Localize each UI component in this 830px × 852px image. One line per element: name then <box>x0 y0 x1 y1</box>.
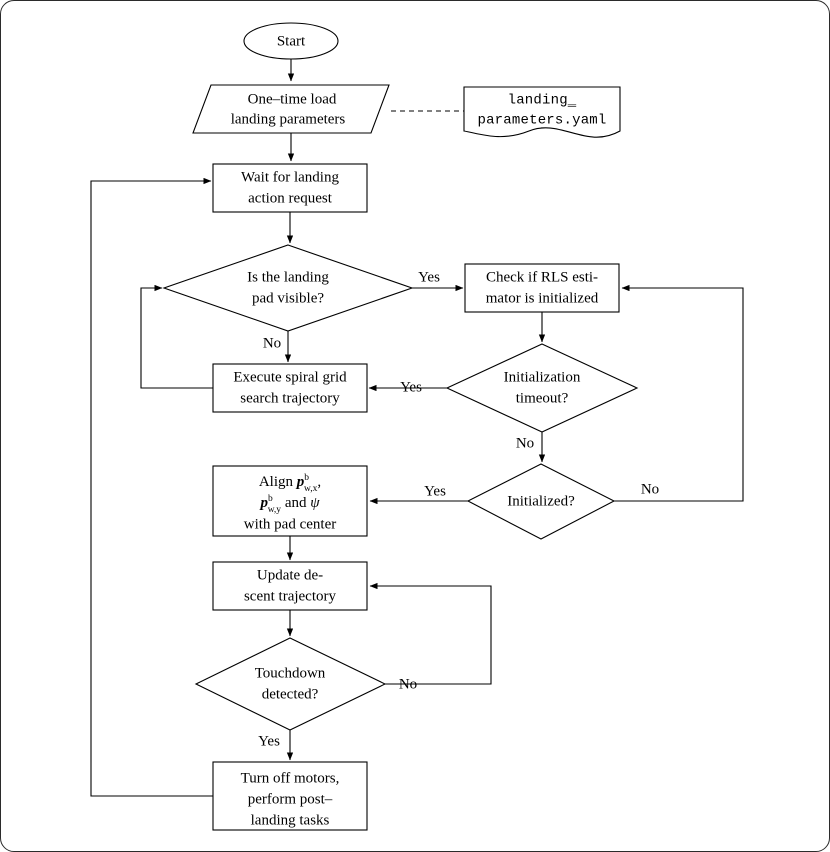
wait-request-line1: Wait for landing <box>241 169 339 185</box>
turn-off-line2: perform post– <box>248 791 333 807</box>
touchdown-line2: detected? <box>262 686 319 702</box>
turn-off-line1: Turn off motors, <box>241 770 340 786</box>
align-pad-line1-post: , <box>317 474 321 490</box>
node-start[interactable]: Start <box>243 22 339 60</box>
pad-visible-diamond <box>162 244 414 332</box>
init-timeout-line1: Initialization <box>504 369 581 385</box>
touchdown-line1: Touchdown <box>255 665 326 681</box>
yaml-line1: landing‗ <box>508 93 577 109</box>
update-descent-line2: scent trajectory <box>244 588 337 604</box>
pad-visible-line1: Is the landing <box>247 269 329 285</box>
start-ellipse <box>243 22 339 60</box>
edge-label-padvisible-no: No <box>263 335 281 351</box>
spiral-search-line1: Execute spiral grid <box>233 369 347 385</box>
node-update-descent[interactable]: Update de- scent trajectory <box>212 561 368 611</box>
align-pad-line1-sub: w,x <box>304 484 318 494</box>
turn-off-line3: landing tasks <box>251 812 330 828</box>
pad-visible-line2: pad visible? <box>252 290 324 306</box>
update-descent-box <box>212 561 368 611</box>
align-pad-line2-sub: w,y <box>268 505 282 515</box>
touchdown-diamond <box>194 637 387 731</box>
load-params-parallelogram <box>192 84 390 134</box>
init-timeout-line2: timeout? <box>516 390 569 406</box>
initialized-label: Initialized? <box>507 493 575 509</box>
align-pad-line2-psi: ψ <box>310 495 320 511</box>
node-turn-off[interactable]: Turn off motors, perform post– landing t… <box>212 761 368 831</box>
align-pad-line1-var: p <box>295 474 305 490</box>
align-pad-line2-var: p <box>258 495 268 511</box>
check-rls-line2: mator is initialized <box>486 290 599 306</box>
wait-request-line2: action request <box>248 190 333 206</box>
turn-off-box <box>212 761 368 831</box>
edge-touchdown-no-to-update <box>369 582 492 685</box>
node-init-timeout[interactable]: Initialization timeout? <box>445 343 639 433</box>
node-load-params[interactable]: One–time load landing parameters <box>192 84 390 134</box>
node-touchdown[interactable]: Touchdown detected? <box>194 637 387 731</box>
init-timeout-diamond <box>445 343 639 433</box>
edge-label-padvisible-yes: Yes <box>418 269 440 285</box>
node-initialized[interactable]: Initialized? <box>466 463 616 540</box>
edge-initialized-no-to-checkrls <box>614 284 744 502</box>
edge-label-initialized-yes: Yes <box>424 483 446 499</box>
edge-turnoff-back-to-wait <box>90 177 213 797</box>
node-wait-request[interactable]: Wait for landing action request <box>212 163 368 213</box>
load-params-line2: landing parameters <box>231 111 346 127</box>
spiral-search-box <box>212 363 368 413</box>
edge-label-timeout-no: No <box>516 435 534 451</box>
align-pad-line1-sup: b <box>304 473 309 483</box>
edge-label-touchdown-yes: Yes <box>258 733 280 749</box>
update-descent-line1: Update de- <box>257 567 323 583</box>
edge-label-initialized-no: No <box>641 481 659 497</box>
node-spiral-search[interactable]: Execute spiral grid search trajectory <box>212 363 368 413</box>
initialized-diamond <box>466 463 616 540</box>
load-params-line1: One–time load <box>248 91 337 107</box>
edge-spiral-back-to-padvisible <box>140 284 213 389</box>
node-check-rls[interactable]: Check if RLS esti- mator is initialized <box>464 263 620 313</box>
align-pad-line3: with pad center <box>244 516 336 532</box>
wait-request-box <box>212 163 368 213</box>
align-pad-line2-sup: b <box>268 494 273 504</box>
start-label: Start <box>277 33 306 49</box>
spiral-search-line2: search trajectory <box>240 390 340 406</box>
yaml-line2: parameters.yaml <box>477 113 606 129</box>
edge-label-timeout-yes: Yes <box>400 379 422 395</box>
check-rls-box <box>464 263 620 313</box>
node-yaml-document[interactable]: landing‗ parameters.yaml <box>463 86 621 138</box>
align-pad-line1-pre: Align <box>259 474 297 490</box>
yaml-document-shape <box>463 86 621 138</box>
check-rls-line1: Check if RLS esti- <box>486 269 598 285</box>
edge-label-touchdown-no: No <box>399 676 417 692</box>
align-pad-box <box>212 465 368 537</box>
align-pad-line2-mid: and <box>281 495 310 511</box>
node-pad-visible[interactable]: Is the landing pad visible? <box>162 244 414 332</box>
